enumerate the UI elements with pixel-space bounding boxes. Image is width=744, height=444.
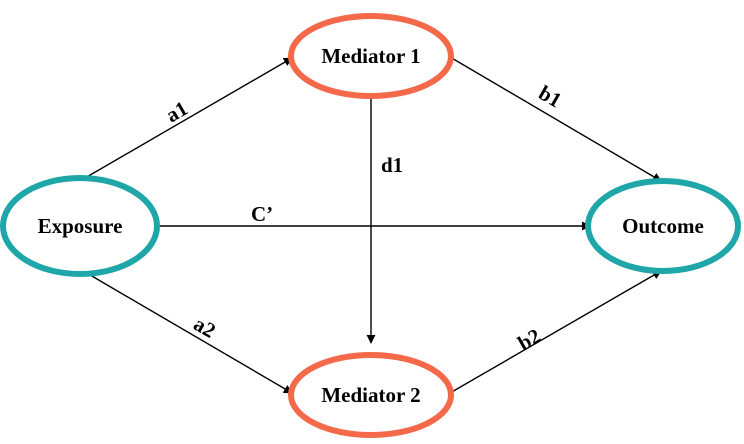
node-exposure: Exposure [0, 175, 160, 277]
edge-label-a2: a2 [190, 312, 220, 343]
edge-label-b2: b2 [514, 324, 545, 356]
edge-label-c-prime: C’ [251, 202, 273, 226]
node-mediator-2: Mediator 2 [288, 352, 454, 438]
node-outcome-label: Outcome [622, 214, 704, 238]
node-outcome: Outcome [585, 178, 741, 274]
node-mediator-1-ellipse [288, 13, 454, 99]
edge-label-d1: d1 [381, 153, 403, 177]
edge-label-a1: a1 [162, 96, 192, 127]
edge-a2 [84, 271, 293, 394]
node-mediator-2-ellipse [288, 352, 454, 438]
edge-b1 [449, 56, 662, 182]
node-exposure-label: Exposure [38, 214, 123, 238]
node-mediator-2-label: Mediator 2 [321, 383, 420, 407]
edge-b2 [449, 270, 662, 394]
node-outcome-ellipse [585, 178, 741, 274]
node-mediator-1-label: Mediator 1 [321, 44, 420, 68]
edge-label-b1: b1 [535, 81, 566, 113]
node-mediator-1: Mediator 1 [288, 13, 454, 99]
edge-a1 [84, 57, 293, 179]
node-exposure-ellipse [0, 175, 160, 277]
